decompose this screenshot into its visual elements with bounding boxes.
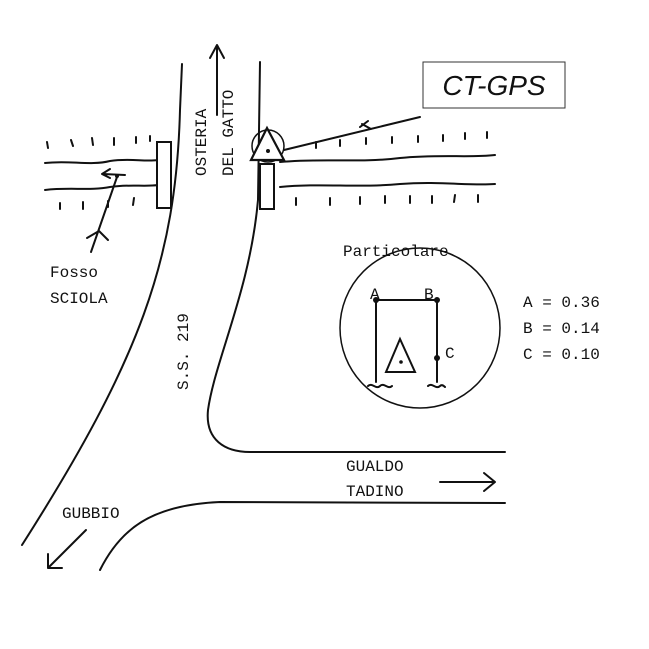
gps-marker-icon bbox=[249, 116, 421, 163]
value-c: C = 0.10 bbox=[523, 346, 600, 364]
bridge-left bbox=[156, 141, 172, 209]
road-right-edge bbox=[206, 61, 506, 453]
river-left bbox=[44, 135, 159, 253]
label-tadino: TADINO bbox=[346, 483, 404, 501]
arrow-southwest-icon bbox=[47, 529, 87, 569]
label-osteria: OSTERIA bbox=[193, 108, 211, 176]
river-right bbox=[279, 131, 496, 206]
label-road-ss219: S.S. 219 bbox=[175, 313, 193, 390]
label-gualdo: GUALDO bbox=[346, 458, 404, 476]
detail-inset bbox=[339, 247, 501, 409]
label-fosso: Fosso bbox=[50, 264, 98, 282]
arrow-east-icon bbox=[439, 472, 496, 492]
point-a-label: A bbox=[370, 286, 380, 304]
value-b: B = 0.14 bbox=[523, 320, 600, 338]
value-a: A = 0.36 bbox=[523, 294, 600, 312]
north-arrow-icon bbox=[209, 44, 225, 116]
label-sciola: SCIOLA bbox=[50, 290, 108, 308]
point-c-label: C bbox=[445, 345, 455, 363]
road-lower-edge bbox=[99, 501, 506, 571]
label-gubbio: GUBBIO bbox=[62, 505, 120, 523]
point-b-label: B bbox=[424, 286, 434, 304]
label-del-gatto: DEL GATTO bbox=[220, 90, 238, 176]
ct-gps-badge bbox=[422, 61, 566, 109]
bridge-right bbox=[259, 163, 275, 210]
ct-gps-label: CT-GPS bbox=[442, 70, 546, 101]
road-left-edge bbox=[21, 63, 183, 546]
